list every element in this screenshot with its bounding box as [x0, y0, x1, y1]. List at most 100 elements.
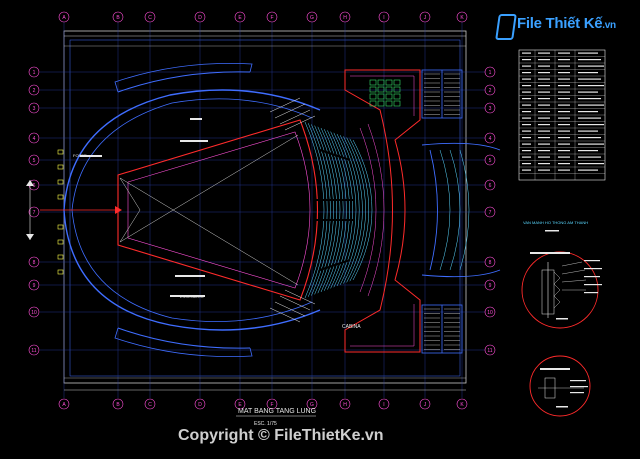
seating-row: [327, 130, 347, 290]
legend-entry-unit: [558, 143, 570, 145]
booth-seat: [393, 79, 401, 86]
legend-entry-code: [522, 137, 531, 139]
exit-marker: [57, 224, 64, 230]
legend-entry-desc: [578, 85, 604, 87]
grid-bubble-top-label: K: [460, 15, 464, 21]
grid-bubble-right: 3: [484, 102, 496, 114]
stairs-bottom: [269, 289, 316, 323]
grid-bubble-bottom-label: K: [460, 402, 464, 408]
grid-bubble-bottom: H: [339, 398, 351, 410]
axis-arrow-icon: [115, 206, 122, 214]
grid-bubble-bottom: E: [234, 398, 246, 410]
legend-entry-desc: [578, 59, 601, 61]
legend-entry-unit: [558, 124, 570, 126]
legend-entry-qty: [538, 117, 550, 119]
exit-marker: [57, 149, 64, 155]
grid-bubble-left: 5: [28, 154, 40, 166]
logo-text: File Thiết Kế.vn: [517, 15, 616, 32]
legend-entry-desc: [578, 111, 598, 113]
grid-bubble-left: 3: [28, 102, 40, 114]
exit-marker: [57, 194, 64, 200]
aisle: [319, 149, 351, 161]
grid-bubble-top-label: F: [270, 15, 273, 21]
grid-bubble-left-label: 5: [33, 158, 36, 164]
grid-bubble-bottom-label: H: [343, 402, 347, 408]
grid-bubble-top-label: G: [310, 15, 314, 21]
grid-bubble-right: 6: [484, 179, 496, 191]
legend-entry-code: [522, 169, 531, 171]
legend-entry-code: [522, 117, 531, 119]
grid-bubble-left: 9: [28, 279, 40, 291]
logo-brand: File Thiết Kế: [517, 15, 603, 32]
grid-bubble-bottom-label: G: [310, 402, 314, 408]
grid-bubble-right-label: 9: [489, 283, 492, 289]
legend-entry-unit: [558, 150, 570, 152]
grid-bubble-right: 11: [484, 344, 496, 356]
seating-row: [311, 124, 331, 296]
grid-bubble-top: G: [306, 11, 318, 23]
grid-bubble-left: 8: [28, 256, 40, 268]
seating-row: [352, 139, 373, 281]
booth-seat: [385, 100, 393, 107]
booth-seat: [369, 79, 377, 86]
legend-entry-qty: [538, 65, 550, 67]
seating-row: [349, 138, 369, 282]
grid-bubble-left-label: 3: [33, 106, 36, 112]
legend-entry-qty: [538, 72, 550, 74]
legend-entry-qty: [538, 111, 550, 113]
seating-row: [307, 123, 328, 297]
grid-bubble-left-label: 2: [33, 88, 36, 94]
legend-entry-code: [522, 78, 531, 80]
plan-notes: [80, 118, 208, 297]
grid-bubble-top: B: [112, 11, 124, 23]
legend-entry-code: [522, 104, 531, 106]
rear-block: [344, 69, 421, 353]
legend-entry-qty: [538, 130, 550, 132]
stairs-top: [269, 97, 316, 131]
grid-bubble-left-label: 7: [33, 210, 36, 216]
grid-bubble-top-label: H: [343, 15, 347, 21]
grid-bubble-left: 2: [28, 84, 40, 96]
legend-entry-qty: [538, 59, 550, 61]
legend-entry-desc: [578, 124, 604, 126]
grid-bubble-top-label: B: [116, 15, 120, 21]
detail-circle-2: [529, 355, 591, 417]
booth-seat: [393, 100, 401, 107]
legend-entry-unit: [558, 78, 570, 80]
legend-entry-code: [522, 143, 531, 145]
filethietke-logo[interactable]: File Thiết Kế.vn: [495, 6, 616, 46]
grid-bubble-right-label: 11: [487, 348, 492, 354]
grid-bubble-left-label: 10: [31, 310, 37, 316]
legend-entry-desc: [578, 130, 598, 132]
grid-bubble-bottom-label: E: [238, 402, 242, 408]
grid-bubble-right: 1: [484, 66, 496, 78]
legend-entry-desc: [578, 52, 598, 54]
legend-entry-unit: [558, 65, 570, 67]
grid-bubble-right-label: 3: [489, 106, 492, 112]
legend-entry-code: [522, 156, 531, 158]
legend-entry-qty: [538, 150, 550, 152]
grid-bubble-top-label: A: [62, 15, 66, 21]
grid-bubble-bottom: A: [58, 398, 70, 410]
legend-entry-qty: [538, 98, 550, 100]
grid-bubble-right-label: 6: [489, 183, 492, 189]
legend-entry-code: [522, 72, 531, 74]
seating-row: [323, 129, 344, 291]
grid-bubble-top: E: [234, 11, 246, 23]
grid-bubble-right: 5: [484, 154, 496, 166]
legend-entry-desc: [578, 117, 601, 119]
legend-entry-desc: [578, 169, 598, 171]
legend-entry-desc: [578, 78, 601, 80]
legend-entry-desc: [578, 137, 601, 139]
grid-bubble-top: K: [456, 11, 468, 23]
legend-entry-code: [522, 59, 531, 61]
details-subtitle-bar: [545, 230, 559, 232]
detail-circle-1: [521, 251, 602, 329]
seating-row: [343, 136, 363, 284]
grid-bubble-left-label: 9: [33, 283, 36, 289]
